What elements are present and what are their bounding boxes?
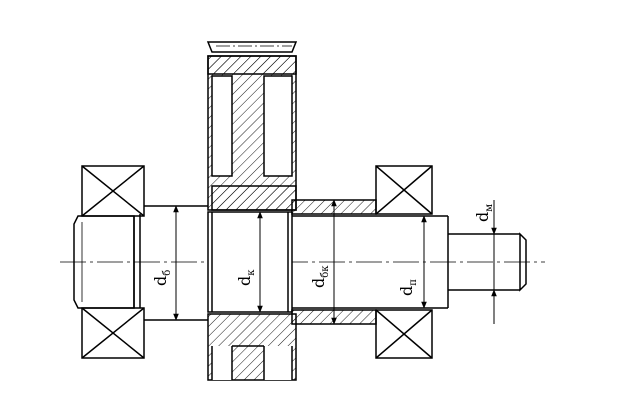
wheel-bore <box>207 211 293 313</box>
label-d-seal: dп <box>397 279 419 296</box>
gear-wheel <box>206 41 298 381</box>
right-bearing-upper <box>375 165 433 215</box>
left-bearing-upper <box>81 165 145 217</box>
label-d-bushing: dбк <box>309 265 331 288</box>
shaft-coupling-end <box>448 232 527 292</box>
right-bearing-lower <box>375 309 433 359</box>
shaft-bearing-segment <box>139 205 208 321</box>
shaft-left-end <box>73 215 135 309</box>
label-d-bearing: dб <box>151 270 173 286</box>
left-bearing-lower <box>81 307 145 359</box>
label-d-coupling: dм <box>473 204 495 222</box>
label-d-wheel: dк <box>235 269 257 286</box>
